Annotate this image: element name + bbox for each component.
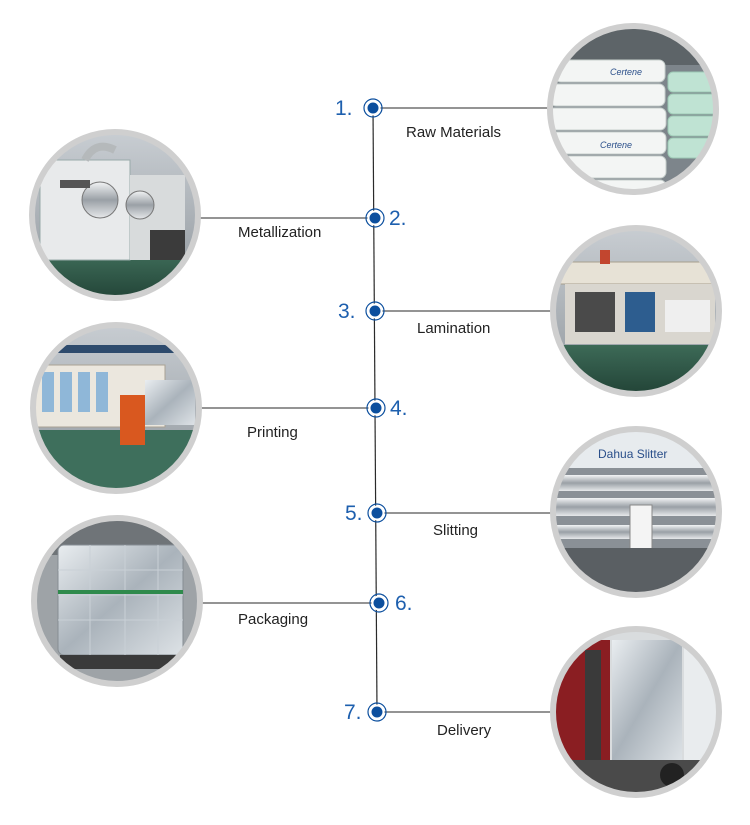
- step-label: Lamination: [417, 320, 490, 337]
- step-node: [371, 595, 387, 611]
- step-label: Metallization: [238, 224, 321, 241]
- step-number: 4.: [390, 397, 408, 420]
- step-raw-materials: Certene Certene 1. Raw Materials: [335, 23, 719, 195]
- step-printing: 4. Printing: [30, 322, 408, 494]
- step-node: [367, 210, 383, 226]
- step-node: [367, 303, 383, 319]
- step-lamination: 3. Lamination: [338, 225, 722, 397]
- step-slitting: Dahua Slitter 5. Slitting: [345, 426, 722, 598]
- step-number: 3.: [338, 300, 356, 323]
- step-node: [365, 100, 381, 116]
- step-node: [369, 704, 385, 720]
- slitting-photo: Dahua Slitter: [550, 426, 722, 598]
- step-metallization: 2. Metallization: [29, 129, 407, 301]
- step-label: Slitting: [433, 522, 478, 539]
- step-label: Raw Materials: [406, 124, 501, 141]
- step-node: [369, 505, 385, 521]
- delivery-photo: [550, 626, 722, 798]
- metallization-photo: [29, 129, 201, 301]
- svg-text:Certene: Certene: [610, 67, 642, 77]
- step-label: Packaging: [238, 611, 308, 628]
- step-delivery: 7. Delivery: [344, 626, 722, 798]
- step-number: 5.: [345, 502, 363, 525]
- raw-materials-photo: Certene Certene: [547, 23, 719, 195]
- svg-text:Certene: Certene: [600, 140, 632, 150]
- printing-photo: [30, 322, 202, 494]
- step-node: [368, 400, 384, 416]
- packaging-photo: [31, 515, 203, 687]
- lamination-photo: [550, 225, 722, 397]
- svg-text:Dahua Slitter: Dahua Slitter: [598, 447, 667, 461]
- step-number: 6.: [395, 592, 413, 615]
- step-packaging: 6. Packaging: [31, 515, 413, 687]
- step-number: 1.: [335, 97, 353, 120]
- step-number: 2.: [389, 207, 407, 230]
- step-number: 7.: [344, 701, 362, 724]
- step-label: Delivery: [437, 722, 492, 739]
- step-label: Printing: [247, 424, 298, 441]
